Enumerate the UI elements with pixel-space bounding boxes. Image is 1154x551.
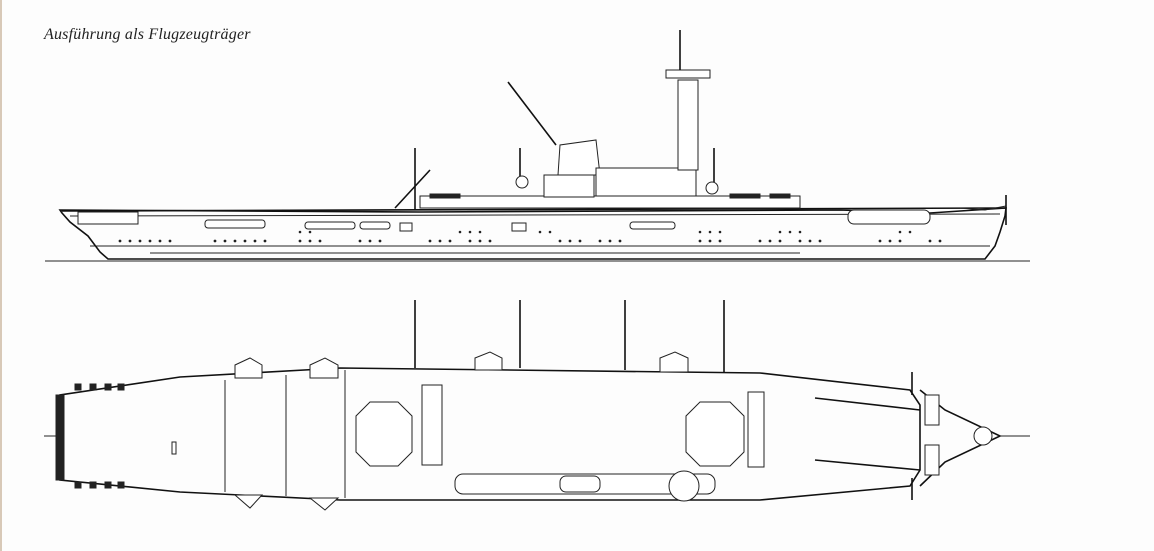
bow-structure-2 (924, 444, 940, 476)
sponson-4 (659, 351, 689, 373)
gun-turret-2 (729, 193, 761, 199)
flight-deck-line (61, 207, 1006, 212)
mast-top (665, 69, 711, 79)
funnel-plan (559, 475, 601, 493)
boat-2 (304, 221, 356, 230)
anchor-capstan (973, 426, 993, 446)
stern-overhang (77, 211, 139, 225)
stern-aa-guns (74, 383, 125, 489)
boat-4 (629, 221, 676, 230)
aft-crane (394, 169, 431, 209)
sponson-3 (474, 351, 503, 371)
director-fwd (705, 181, 719, 195)
hull-door (399, 222, 413, 232)
crane-boom (507, 81, 557, 146)
drawing-caption: Ausführung als Flugzeugträger (44, 26, 251, 43)
deck-marking (171, 441, 177, 455)
boat-1 (204, 219, 266, 229)
fwd-elevator (685, 401, 745, 467)
hull-outline (58, 207, 1007, 260)
mast-plan (668, 470, 700, 502)
stern-ramp (55, 394, 65, 481)
funnel (557, 139, 601, 176)
director-aft (515, 175, 529, 189)
sponson-6 (308, 497, 340, 511)
hatch-stack-aft (421, 384, 443, 466)
hull-door-2 (511, 222, 527, 232)
sponson-1 (234, 357, 263, 379)
catapult-port (814, 397, 921, 411)
page-edge (0, 0, 2, 551)
sponson-2 (309, 357, 339, 379)
aft-elevator (355, 401, 413, 467)
island-bridge (595, 167, 697, 197)
boat-3 (359, 221, 391, 230)
tripod-mast (677, 79, 699, 171)
catapult-starboard (814, 459, 921, 471)
gun-turret-3 (769, 193, 791, 199)
sponson-5 (233, 494, 264, 509)
bow-rail (959, 205, 1007, 211)
porthole-row-upper (298, 230, 912, 234)
bow-structure-1 (924, 394, 940, 426)
bow-gallery (847, 209, 931, 225)
gun-turret-1 (429, 193, 461, 199)
hangar-deck-line (69, 213, 1001, 217)
porthole-row (118, 239, 942, 243)
hatch-stack-fwd (747, 391, 765, 468)
